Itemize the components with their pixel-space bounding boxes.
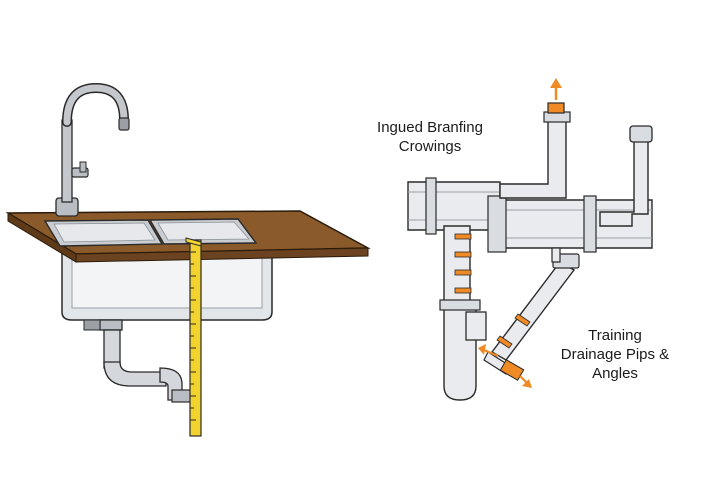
label-right-line1: Training (588, 327, 642, 344)
label-branching-drawings: Ingued Branfing Crowings (355, 118, 505, 156)
orange-clamps-left (454, 233, 472, 294)
main-horizontal-pipe (407, 181, 501, 231)
label-right-line3: Angles (592, 365, 638, 382)
drain-pipe-diagram (407, 78, 653, 401)
faucet-icon (55, 82, 130, 217)
label-right-line2: Drainage Pips & (560, 346, 670, 363)
label-top-line1: Ingued Branfing (377, 119, 483, 136)
vent-pipe (499, 117, 567, 199)
label-drainage-pipes: Training Drainage Pips & Angles (535, 326, 695, 383)
measuring-tape-icon (185, 237, 202, 437)
label-top-line2: Crowings (398, 138, 462, 155)
right-vertical-pipe (599, 139, 649, 227)
arrow-diagonal-icon (478, 344, 532, 388)
arrow-up-icon (550, 78, 562, 100)
sink-drain-trap (83, 319, 195, 403)
sink-assembly (5, 82, 371, 437)
